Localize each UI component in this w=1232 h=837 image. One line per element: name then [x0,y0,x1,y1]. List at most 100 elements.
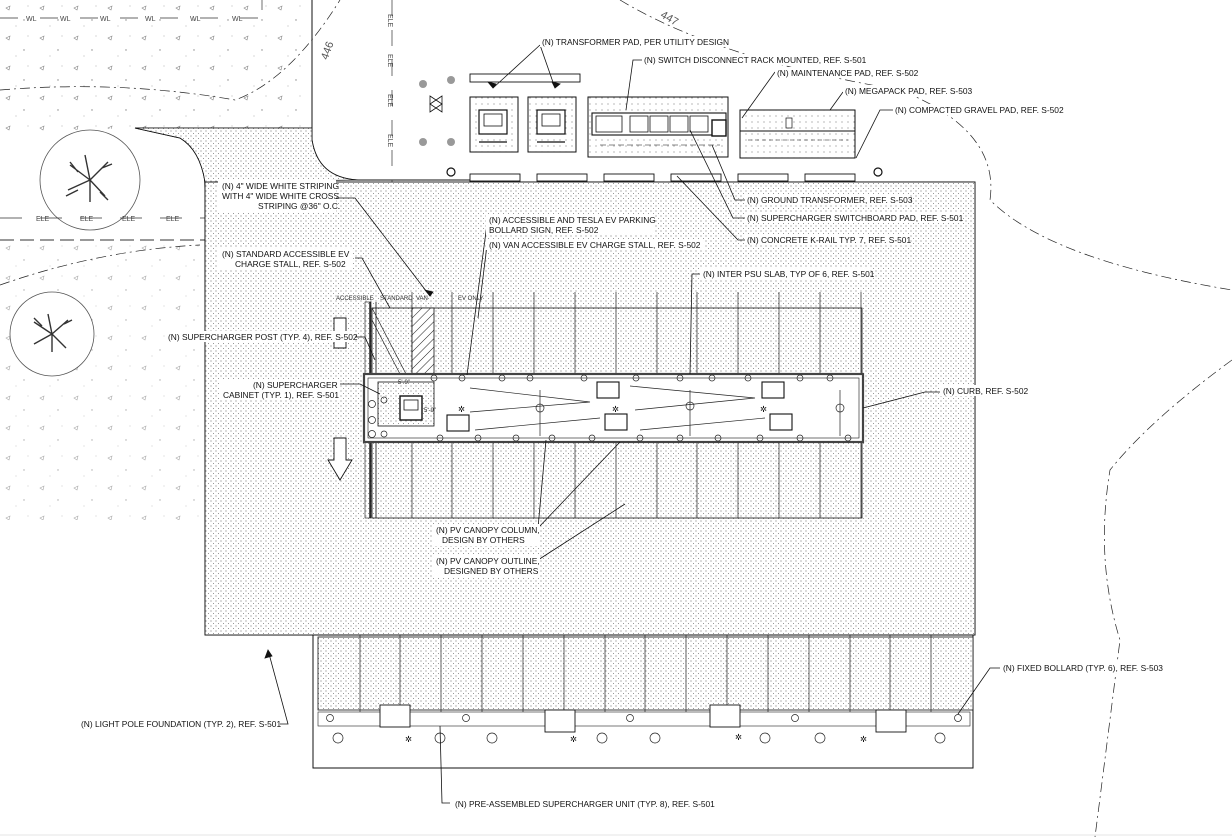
svg-text:(N) CURB, REF. S-502: (N) CURB, REF. S-502 [943,386,1029,396]
callout-canopy-outline: (N) PV CANOPY OUTLINE, DESIGNED BY OTHER… [432,555,540,577]
svg-text:(N) SWITCH DISCONNECT RACK MOU: (N) SWITCH DISCONNECT RACK MOUNTED, REF.… [644,55,867,65]
contour-right-lower [1094,359,1232,837]
switchboard-pad [587,96,729,158]
utility-valves [419,76,455,146]
svg-text:(N) FIXED BOLLARD (TYP. 6), RE: (N) FIXED BOLLARD (TYP. 6), REF. S-503 [1003,663,1163,673]
callout-curb: (N) CURB, REF. S-502 [940,385,1062,396]
callout-megapack-pad: (N) MEGAPACK PAD, REF. S-503 [843,85,975,96]
svg-text:ACCESSIBLE: ACCESSIBLE [336,296,374,302]
svg-text:EV ONLY: EV ONLY [458,296,484,302]
svg-text:WL: WL [60,16,71,23]
transformer-pad [469,96,519,153]
callout-accessible-sign: (N) ACCESSIBLE AND TESLA EV PARKING BOLL… [486,214,656,235]
svg-text:ELE: ELE [122,216,136,223]
callout-supercharger-cabinet: (N) SUPERCHARGER CABINET (TYP. 1), REF. … [220,379,340,400]
transformer-pad [527,96,577,153]
svg-text:(N) VAN ACCESSIBLE EV CHARGE S: (N) VAN ACCESSIBLE EV CHARGE STALL, REF.… [489,240,701,250]
svg-text:ELE: ELE [386,54,393,68]
tree-symbol [39,129,141,231]
tree-symbol [9,291,95,377]
callout-light-pole: (N) LIGHT POLE FOUNDATION (TYP. 2), REF.… [78,718,281,729]
supercharger-island: 5'-9" 5'-9" ✲ ✲ ✲ [362,372,865,444]
svg-text:BOLLARD SIGN, REF. S-502: BOLLARD SIGN, REF. S-502 [489,225,599,235]
svg-text:(N) LIGHT POLE FOUNDATION (TYP: (N) LIGHT POLE FOUNDATION (TYP. 2), REF.… [81,719,281,729]
callout-van-stall: (N) VAN ACCESSIBLE EV CHARGE STALL, REF.… [486,239,704,250]
svg-text:ELE: ELE [36,216,50,223]
svg-text:✲: ✲ [760,404,767,414]
svg-text:(N) ACCESSIBLE AND TESLA EV PA: (N) ACCESSIBLE AND TESLA EV PARKING [489,215,656,225]
svg-text:✲: ✲ [458,404,465,414]
svg-text:(N) GROUND TRANSFORMER, REF. S: (N) GROUND TRANSFORMER, REF. S-503 [747,195,913,205]
callout-supercharger-post: (N) SUPERCHARGER POST (TYP. 4), REF. S-5… [165,331,358,342]
callout-transformer-pad: (N) TRANSFORMER PAD, PER UTILITY DESIGN [540,36,729,47]
svg-text:ELE: ELE [166,216,180,223]
svg-text:STRIPING @36" O.C.: STRIPING @36" O.C. [258,201,340,211]
svg-text:(N) SUPERCHARGER: (N) SUPERCHARGER [253,380,338,390]
svg-text:CABINET (TYP. 1), REF. S-501: CABINET (TYP. 1), REF. S-501 [223,390,339,400]
svg-text:(N) SUPERCHARGER POST (TYP. 4): (N) SUPERCHARGER POST (TYP. 4), REF. S-5… [168,332,358,342]
landscape-area [0,0,312,132]
callout-white-striping: (N) 4" WIDE WHITE STRIPING WITH 4" WIDE … [218,180,340,212]
svg-text:DESIGNED BY OTHERS: DESIGNED BY OTHERS [444,566,539,576]
svg-text:(N) COMPACTED GRAVEL PAD, REF.: (N) COMPACTED GRAVEL PAD, REF. S-502 [895,105,1064,115]
svg-text:(N) PV CANOPY COLUMN,: (N) PV CANOPY COLUMN, [436,525,540,535]
callout-canopy-column: (N) PV CANOPY COLUMN, DESIGN BY OTHERS [432,524,540,546]
svg-text:5'-9": 5'-9" [398,380,410,386]
svg-text:VAN: VAN [416,296,428,302]
svg-text:CHARGE STALL, REF. S-502: CHARGE STALL, REF. S-502 [235,259,346,269]
k-rail [469,73,856,182]
svg-text:DESIGN BY OTHERS: DESIGN BY OTHERS [442,535,525,545]
sidewalk-area [134,127,359,183]
light-pole-foundation [446,167,883,177]
svg-text:STANDARD: STANDARD [380,296,413,302]
lower-supercharger-row: ✲ ✲ ✲ ✲ [317,704,971,744]
callout-psu-slab: (N) INTER PSU SLAB, TYP OF 6, REF. S-501 [700,268,875,279]
svg-text:WL: WL [190,16,201,23]
svg-text:✲: ✲ [735,732,742,742]
callout-gravel-pad: (N) COMPACTED GRAVEL PAD, REF. S-502 [893,104,1064,115]
svg-text:(N) 4" WIDE WHITE STRIPING: (N) 4" WIDE WHITE STRIPING [222,181,339,191]
lower-canopy-slab [317,636,974,711]
svg-text:ELE: ELE [386,94,393,108]
callout-leaders [264,44,1000,804]
svg-text:WL: WL [100,16,111,23]
svg-text:(N) PRE-ASSEMBLED SUPERCHARGER: (N) PRE-ASSEMBLED SUPERCHARGER UNIT (TYP… [455,799,715,809]
callout-pre-assembled: (N) PRE-ASSEMBLED SUPERCHARGER UNIT (TYP… [452,798,715,809]
svg-text:✲: ✲ [405,734,412,744]
lower-stall-dividers [359,635,932,712]
contour-446 [0,0,341,101]
callout-maintenance-pad: (N) MAINTENANCE PAD, REF. S-502 [775,67,920,78]
contour-label-left: 446 [319,40,337,61]
svg-text:(N) MAINTENANCE PAD, REF. S-50: (N) MAINTENANCE PAD, REF. S-502 [777,68,919,78]
svg-text:(N) PV CANOPY OUTLINE,: (N) PV CANOPY OUTLINE, [436,556,540,566]
svg-text:ELE: ELE [80,216,94,223]
svg-text:✲: ✲ [612,404,619,414]
svg-text:WL: WL [145,16,156,23]
svg-text:(N) INTER PSU SLAB, TYP OF 6,: (N) INTER PSU SLAB, TYP OF 6, REF. S-501 [703,269,875,279]
svg-text:(N) TRANSFORMER PAD, PER UTILI: (N) TRANSFORMER PAD, PER UTILITY DESIGN [542,37,729,47]
callout-switch-disconnect: (N) SWITCH DISCONNECT RACK MOUNTED, REF.… [642,54,867,65]
svg-text:(N) CONCRETE K-RAIL TYP. 7, RE: (N) CONCRETE K-RAIL TYP. 7, REF. S-501 [747,235,911,245]
callout-fixed-bollard: (N) FIXED BOLLARD (TYP. 6), REF. S-503 [1000,662,1163,673]
svg-text:✲: ✲ [860,734,867,744]
svg-text:WL: WL [26,16,37,23]
landscape-area-lower [0,245,205,520]
svg-text:✲: ✲ [570,734,577,744]
svg-text:5'-9": 5'-9" [424,408,436,414]
contour-447 [619,0,1232,291]
svg-text:WITH 4" WIDE WHITE CROSS: WITH 4" WIDE WHITE CROSS [222,191,339,201]
water-line: WL WL WL WL WL WL [0,0,265,23]
svg-text:WL: WL [232,16,243,23]
megapack-pad [739,109,856,159]
callout-k-rail: (N) CONCRETE K-RAIL TYP. 7, REF. S-501 [745,234,911,245]
callout-switchboard-pad: (N) SUPERCHARGER SWITCHBOARD PAD, REF. S… [745,212,964,223]
callout-standard-stall: (N) STANDARD ACCESSIBLE EV CHARGE STALL,… [218,248,353,270]
svg-text:(N) SUPERCHARGER SWITCHBOARD P: (N) SUPERCHARGER SWITCHBOARD PAD, REF. S… [747,213,964,223]
svg-text:ELE: ELE [386,134,393,148]
svg-text:ELE: ELE [386,14,393,28]
callout-ground-transformer: (N) GROUND TRANSFORMER, REF. S-503 [745,194,913,205]
svg-text:(N) MEGAPACK PAD, REF. S-503: (N) MEGAPACK PAD, REF. S-503 [845,86,973,96]
svg-text:(N) STANDARD ACCESSIBLE EV: (N) STANDARD ACCESSIBLE EV [222,249,350,259]
contour-left-mid [0,244,201,286]
